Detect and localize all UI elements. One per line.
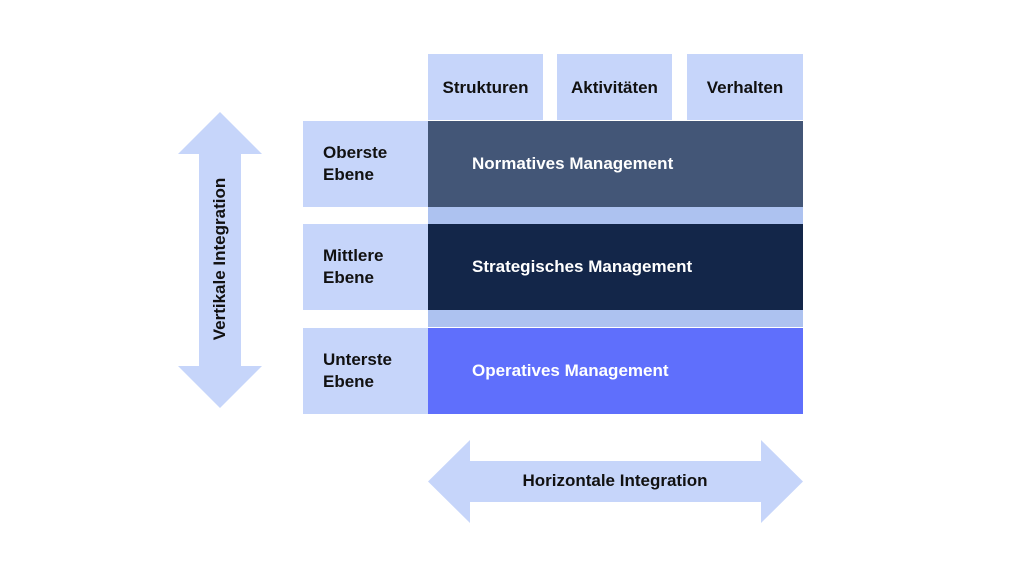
- horizontal-integration-arrow: [428, 440, 803, 523]
- level-label-line1: Mittlere: [323, 246, 384, 265]
- horizontal-integration-label: Horizontale Integration: [522, 471, 708, 490]
- level-label-oberste: Oberste Ebene: [303, 121, 428, 207]
- vertical-integration-label: Vertikale Integration: [210, 177, 229, 341]
- level-label-mittlere: Mittlere Ebene: [303, 224, 428, 310]
- column-header-strukturen: Strukturen: [428, 54, 543, 120]
- vertical-integration-arrow: [178, 112, 262, 408]
- level-label-unterste: Unterste Ebene: [303, 328, 428, 414]
- column-header-aktivitaeten: Aktivitäten: [557, 54, 672, 120]
- level-label-line2: Ebene: [323, 165, 375, 184]
- band-connector: [428, 207, 803, 224]
- level-label-line1: Oberste: [323, 143, 388, 162]
- management-label: Normatives Management: [472, 154, 674, 173]
- level-label-line1: Unterste: [323, 350, 392, 369]
- band-connector: [428, 310, 803, 327]
- level-label-line2: Ebene: [323, 372, 375, 391]
- level-label-line2: Ebene: [323, 268, 375, 287]
- column-header-verhalten: Verhalten: [687, 54, 803, 120]
- normative-management-band: Normatives Management: [428, 121, 803, 207]
- management-label: Strategisches Management: [472, 257, 693, 276]
- operative-management-band: Operatives Management: [428, 328, 803, 414]
- management-label: Operatives Management: [472, 361, 669, 380]
- strategic-management-band: Strategisches Management: [428, 224, 803, 310]
